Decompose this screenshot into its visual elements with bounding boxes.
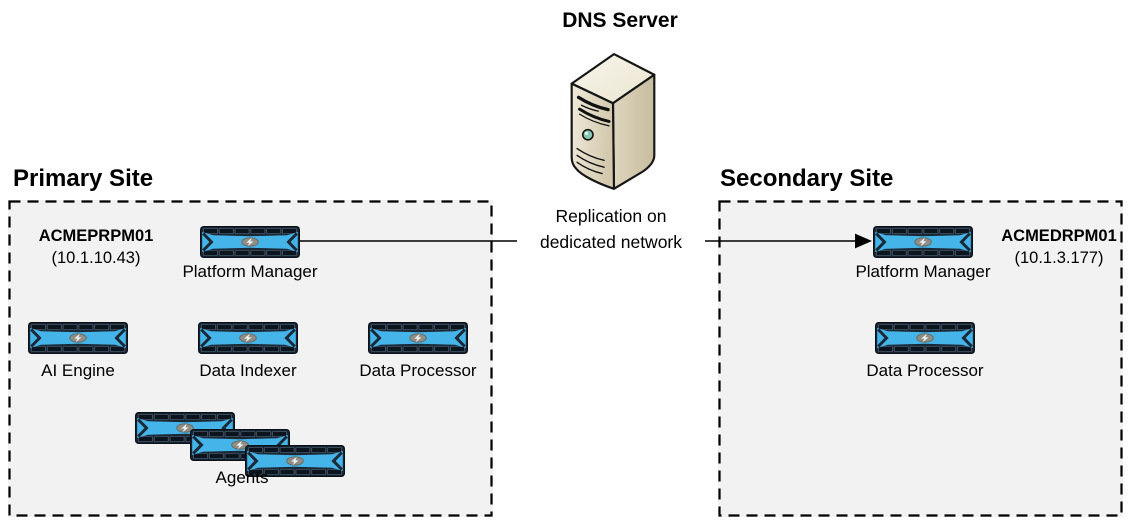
agents-label: Agents [215,468,269,487]
data-indexer-label: Data Indexer [199,361,297,380]
secondary-host-name: ACMEDRPM01 [1001,227,1117,245]
data-indexer-icon [198,322,298,354]
primary-site-border [8,200,493,517]
primary-host-name: ACMEPRPM01 [38,227,154,245]
primary-data-processor-icon [368,322,468,354]
secondary-site-border [718,200,1123,517]
secondary-site-title: Secondary Site [720,165,894,192]
dns-server-label: DNS Server [562,9,678,32]
secondary-host: ACMEDRPM01 (10.1.3.177) [998,225,1120,269]
secondary-data-processor-icon [875,322,975,354]
primary-data-processor-label: Data Processor [359,361,477,380]
replication-label-line2: dedicated network [539,232,683,252]
secondary-data-processor-label: Data Processor [866,361,984,380]
power-button-icon [581,128,594,141]
secondary-host-ip: (10.1.3.177) [1014,249,1104,267]
primary-site-title: Primary Site [13,165,154,192]
primary-host: ACMEPRPM01 (10.1.10.43) [24,225,168,269]
primary-platform-manager-icon [200,226,300,258]
ai-engine-icon [28,322,128,354]
secondary-platform-manager-icon [873,226,973,258]
replication-label: Replication on dedicated network [517,203,705,255]
primary-platform-manager-label: Platform Manager [182,262,318,281]
primary-host-ip: (10.1.10.43) [51,249,141,267]
ai-engine-label: AI Engine [41,361,115,380]
tower-server-icon [570,53,656,190]
secondary-platform-manager-label: Platform Manager [855,262,991,281]
replication-label-line1: Replication on [555,206,667,226]
